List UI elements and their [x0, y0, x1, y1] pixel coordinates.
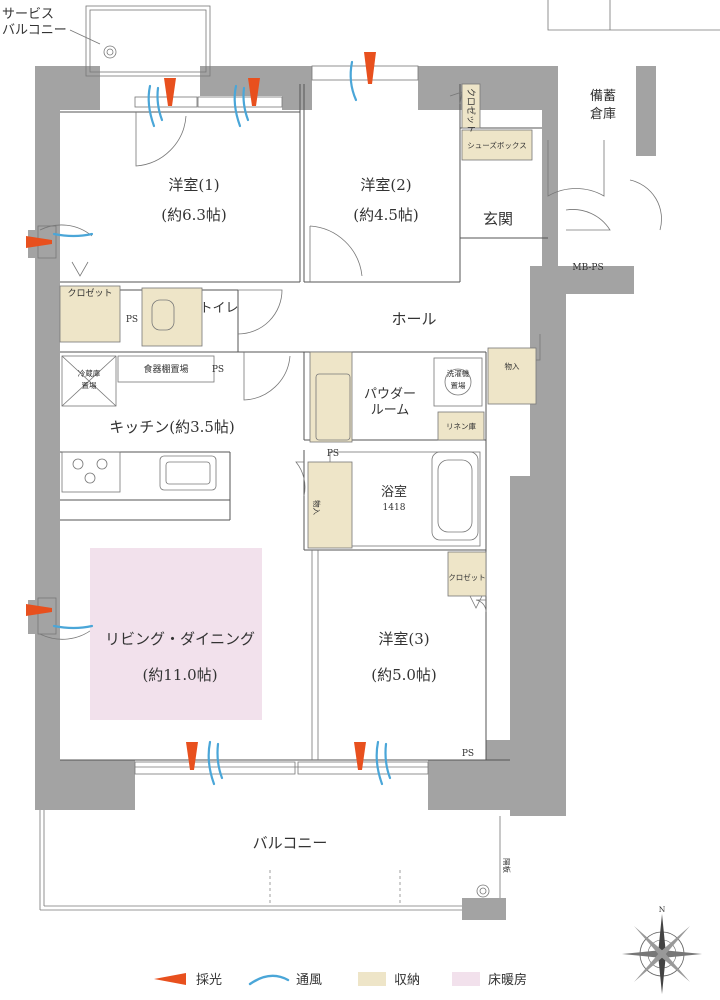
bath-label: 浴室: [381, 484, 407, 500]
shoes-box-label: シューズボックス: [467, 140, 526, 150]
kitchen-label: キッチン(約3.5帖): [109, 418, 235, 436]
service-balcony-label-1: サービス: [2, 7, 54, 22]
bedroom2-size: (約4.5帖): [353, 206, 419, 224]
legend: 採光 通風 収納 床暖房: [154, 972, 527, 988]
legend-floor-heating-label: 床暖房: [488, 972, 527, 988]
bedroom1-name: 洋室(1): [168, 176, 219, 194]
fridge-label-2: 置場: [82, 380, 97, 390]
storage-bath-label: 物入: [312, 500, 322, 515]
bedroom2-name: 洋室(2): [360, 176, 411, 194]
closet-bedroom2-label: クロゼット: [465, 88, 477, 133]
bath-size: 1418: [383, 503, 406, 513]
mbps-label: MB-PS: [572, 263, 603, 273]
dish-shelf-label: 食器棚置場: [143, 363, 188, 375]
living-label: リビング・ダイニング: [105, 630, 255, 648]
powder-room-label-1: パウダー: [364, 387, 416, 402]
ps-label-kitchen: PS: [212, 365, 224, 375]
wind-arrows: [52, 60, 392, 786]
living-size: (約11.0帖): [142, 666, 217, 684]
stock-room-label-1: 備蓄: [590, 88, 616, 104]
fridge-label-1: 冷蔵庫: [78, 368, 101, 378]
legend-light-label: 採光: [196, 973, 222, 988]
balcony-label: バルコニー: [253, 834, 328, 852]
floor-heating-area: [90, 548, 262, 720]
legend-light-icon: [154, 973, 186, 985]
room-labels: サービス バルコニー 洋室(1) (約6.3帖) 洋室(2) (約4.5帖) 玄…: [2, 7, 616, 852]
doors: [39, 91, 662, 640]
toilet-label: トイレ: [199, 301, 238, 316]
light-arrows: [26, 52, 376, 770]
ps-label-toilet: PS: [126, 315, 138, 325]
bedroom1-size: (約6.3帖): [161, 206, 227, 224]
powder-room-label-2: ルーム: [371, 403, 410, 418]
entrance-label: 玄関: [483, 210, 513, 228]
legend-floor-heating-swatch: [452, 972, 480, 986]
ps-labels: PS PS PS PS: [126, 315, 474, 759]
interior-walls: [60, 84, 548, 761]
washer-label-2: 置場: [451, 380, 466, 390]
linen-label: リネン庫: [446, 421, 476, 431]
storage-labels: クロゼット シューズボックス クロゼット 冷蔵庫 置場 食器棚置場 洗濯機 置場…: [67, 88, 526, 873]
washer-label-1: 洗濯機: [447, 368, 470, 378]
balcony-outlines: [39, 0, 720, 920]
closet-bedroom1-label: クロゼット: [67, 287, 112, 299]
storage-areas: [59, 83, 537, 597]
legend-wind-label: 通風: [296, 973, 322, 988]
service-balcony-label-2: バルコニー: [2, 23, 67, 38]
bedroom3-name: 洋室(3): [378, 630, 429, 648]
closet-bedroom3-label: クロゼット: [448, 572, 486, 582]
stock-room-label-2: 倉庫: [590, 107, 616, 122]
legend-storage-label: 収納: [394, 973, 420, 988]
legend-storage-swatch: [358, 972, 386, 986]
legend-wind-icon: [248, 974, 290, 986]
bedroom3-size: (約5.0帖): [371, 666, 437, 684]
hall-label: ホール: [391, 310, 436, 328]
storage-hall-label: 物入: [505, 361, 520, 371]
ps-label-bath: PS: [327, 449, 339, 459]
compass: N: [622, 905, 702, 994]
ps-label-bedroom3: PS: [462, 749, 474, 759]
partition-label: 隔板: [502, 858, 512, 873]
compass-north-label: N: [659, 905, 666, 914]
